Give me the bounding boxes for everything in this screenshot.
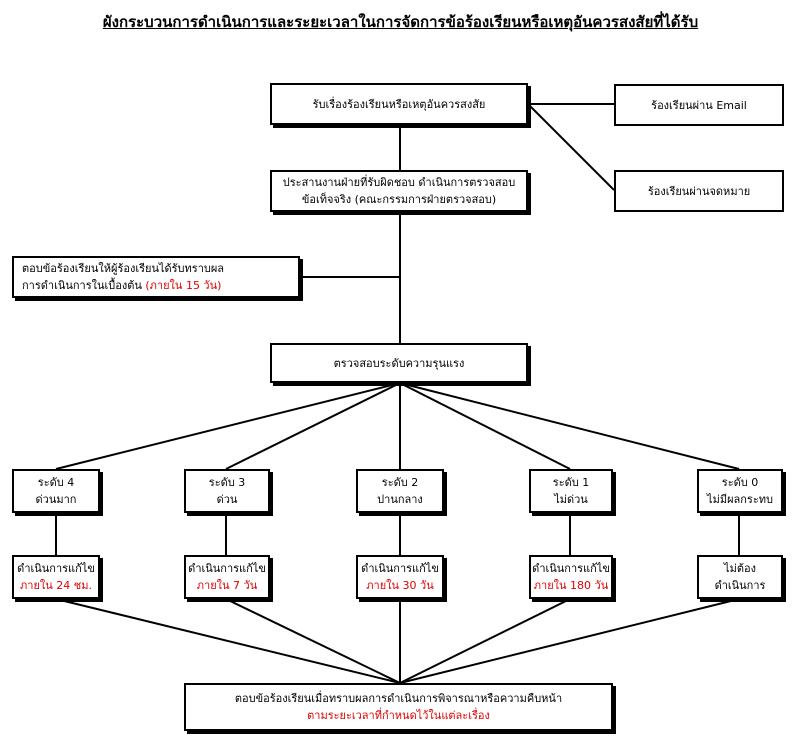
level-0-box: ระดับ 0 ไม่มีผลกระทบ [697, 469, 783, 513]
action-0-text: ไม่ต้อง [724, 562, 756, 575]
level-2-label: ระดับ 2 [381, 476, 419, 489]
final-reply-line2: ตามระยะเวลาที่กำหนดไว้ในแต่ละเรื่อง [307, 709, 490, 722]
final-reply-box: ตอบข้อร้องเรียนเมื่อทราบผลการดำเนินการพิ… [184, 683, 613, 731]
coordinate-line1: ประสานงานฝ่ายที่รับผิดชอบ ดำเนินการตรวจส… [282, 176, 516, 189]
action-2-box: ดำเนินการแก้ไข ภายใน 30 วัน [356, 555, 444, 599]
action-3-box: ดำเนินการแก้ไข ภายใน 7 วัน [184, 555, 270, 599]
level-3-label: ระดับ 3 [208, 476, 246, 489]
action-0-box: ไม่ต้อง ดำเนินการ [697, 555, 783, 599]
channel-letter-box: ร้องเรียนผ่านจดหมาย [614, 170, 784, 212]
action-1-text: ดำเนินการแก้ไข [532, 562, 610, 575]
level-3-desc: ด่วน [216, 493, 238, 506]
initial-reply-deadline: (ภายใน 15 วัน) [145, 279, 222, 292]
action-0-deadline: ดำเนินการ [714, 579, 766, 592]
page-title: ผังกระบวนการดำเนินการและระยะเวลาในการจัด… [102, 13, 699, 31]
initial-reply-line1: ตอบข้อร้องเรียนให้ผู้ร้องเรียนได้รับทราบ… [22, 262, 225, 275]
connector-letter [527, 103, 615, 191]
level-0-desc: ไม่มีผลกระทบ [707, 493, 773, 506]
coordinate-box: ประสานงานฝ่ายที่รับผิดชอบ ดำเนินการตรวจส… [270, 170, 528, 212]
level-1-label: ระดับ 1 [552, 476, 590, 489]
initial-reply-box: ตอบข้อร้องเรียนให้ผู้ร้องเรียนได้รับทราบ… [12, 256, 300, 298]
severity-check-text: ตรวจสอบระดับความรุนแรง [333, 356, 465, 370]
connector-action3-final [225, 598, 401, 684]
level-4-desc: ด่วนมาก [35, 493, 77, 506]
action-4-box: ดำเนินการแก้ไข ภายใน 24 ชม. [12, 555, 100, 599]
receive-complaint-text: รับเรื่องร้องเรียนหรือเหตุอันควรสงสัย [312, 97, 486, 111]
action-1-deadline: ภายใน 180 วัน [533, 579, 609, 592]
level-2-box: ระดับ 2 ปานกลาง [356, 469, 444, 513]
connector-action4-final [55, 598, 401, 684]
initial-reply-text: การดำเนินการในเบื้องต้น [22, 279, 142, 292]
initial-reply-line2: การดำเนินการในเบื้องต้น (ภายใน 15 วัน) [22, 277, 221, 294]
connector-severity-level3 [225, 382, 401, 470]
action-4-deadline: ภายใน 24 ชม. [20, 579, 92, 592]
level-4-box: ระดับ 4 ด่วนมาก [12, 469, 100, 513]
receive-complaint-box: รับเรื่องร้องเรียนหรือเหตุอันควรสงสัย [270, 83, 528, 125]
coordinate-line2: ข้อเท็จจริง (คณะกรรมการฝ่ายตรวจสอบ) [301, 193, 497, 206]
level-1-desc: ไม่ด่วน [554, 493, 588, 506]
channel-email-text: ร้องเรียนผ่าน Email [651, 98, 747, 112]
severity-check-box: ตรวจสอบระดับความรุนแรง [270, 343, 528, 383]
channel-email-box: ร้องเรียนผ่าน Email [614, 84, 784, 126]
action-2-deadline: ภายใน 30 วัน [366, 579, 434, 592]
connector-action1-final [399, 598, 571, 684]
level-4-label: ระดับ 4 [37, 476, 75, 489]
action-1-box: ดำเนินการแก้ไข ภายใน 180 วัน [529, 555, 613, 599]
level-1-box: ระดับ 1 ไม่ด่วน [529, 469, 613, 513]
action-4-text: ดำเนินการแก้ไข [17, 562, 95, 575]
connector-severity-level1 [399, 382, 571, 470]
action-3-deadline: ภายใน 7 วัน [196, 579, 258, 592]
channel-letter-text: ร้องเรียนผ่านจดหมาย [647, 184, 751, 198]
level-0-label: ระดับ 0 [721, 476, 759, 489]
connector-action0-final [399, 598, 740, 684]
level-3-box: ระดับ 3 ด่วน [184, 469, 270, 513]
connector-severity-level4 [55, 382, 401, 470]
action-2-text: ดำเนินการแก้ไข [361, 562, 439, 575]
connector-severity-level0 [399, 382, 740, 470]
final-reply-line1: ตอบข้อร้องเรียนเมื่อทราบผลการดำเนินการพิ… [234, 692, 563, 705]
action-3-text: ดำเนินการแก้ไข [188, 562, 266, 575]
level-2-desc: ปานกลาง [377, 493, 423, 506]
